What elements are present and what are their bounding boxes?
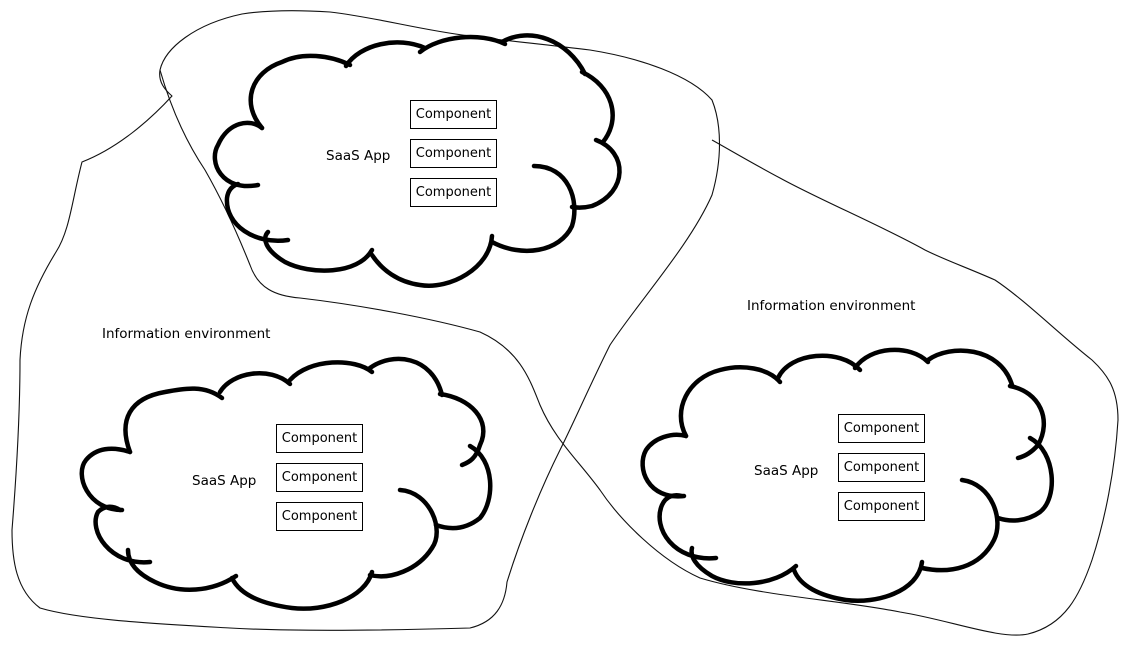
component-box: Component bbox=[410, 100, 497, 129]
environment-boundary-right bbox=[159, 69, 1119, 636]
component-box: Component bbox=[838, 492, 925, 521]
cloud-shape bbox=[640, 347, 1054, 603]
component-box: Component bbox=[276, 463, 363, 492]
component-box: Component bbox=[276, 424, 363, 453]
component-box: Component bbox=[410, 139, 497, 168]
component-box: Component bbox=[276, 502, 363, 531]
saas-app-label: SaaS App bbox=[192, 473, 257, 489]
saas-app-label: SaaS App bbox=[754, 463, 819, 479]
environment-label: Information environment bbox=[102, 326, 271, 342]
environment-boundary-left bbox=[11, 10, 721, 631]
saas-app-label: SaaS App bbox=[326, 148, 391, 164]
cloud-shape bbox=[79, 356, 493, 611]
cloud-shape bbox=[212, 33, 622, 288]
component-box: Component bbox=[838, 414, 925, 443]
environment-label: Information environment bbox=[747, 298, 916, 314]
component-box: Component bbox=[410, 178, 497, 207]
component-box: Component bbox=[838, 453, 925, 482]
